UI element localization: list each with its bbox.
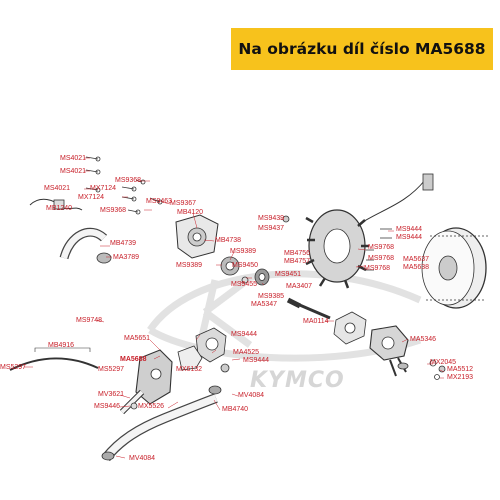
part-label[interactable]: MS9439 — [258, 215, 285, 222]
part-label[interactable]: MA5512 — [447, 366, 474, 373]
part-label[interactable]: MX2045 — [430, 359, 457, 366]
part-label[interactable]: MS9368 — [100, 207, 127, 214]
part-label[interactable]: MB4738 — [215, 237, 242, 244]
part-label[interactable]: MX7124 — [90, 185, 117, 192]
part-label[interactable]: MX5526 — [138, 403, 165, 410]
part-label[interactable]: MS9451 — [275, 271, 302, 278]
part-label[interactable]: MV3621 — [98, 391, 125, 398]
part-label[interactable]: MS9455 — [231, 281, 258, 288]
part-label[interactable]: MA5638 — [403, 264, 430, 271]
part-label[interactable]: MA3407 — [286, 283, 313, 290]
part-label[interactable]: MB1240 — [46, 205, 73, 212]
part-label[interactable]: MB4757 — [284, 258, 311, 265]
part-label[interactable]: MS9389 — [230, 248, 257, 255]
part-label[interactable]: MS9450 — [232, 262, 259, 269]
flywheel-icon — [421, 227, 488, 309]
part-label[interactable]: MS9446 — [94, 403, 121, 410]
part-label[interactable]: MB4740 — [222, 406, 249, 413]
part-label[interactable]: MX2193 — [447, 374, 474, 381]
part-label[interactable]: MS9748 — [76, 317, 103, 324]
part-label[interactable]: MX7124 — [78, 194, 105, 201]
part-label[interactable]: MS9368 — [115, 177, 142, 184]
part-label[interactable]: MS9768 — [368, 244, 395, 251]
part-number-banner: Na obrázku díl číslo MA5688 — [231, 28, 493, 70]
part-label[interactable]: MA5346 — [410, 336, 437, 343]
part-label[interactable]: MA5651 — [124, 335, 151, 342]
part-label[interactable]: MS9444 — [243, 357, 270, 364]
part-label[interactable]: MS9385 — [258, 293, 285, 300]
part-label[interactable]: MA4525 — [233, 349, 260, 356]
part-label[interactable]: MS9367 — [170, 200, 197, 207]
kymco-watermark-text: KYMCO — [250, 368, 345, 393]
part-label[interactable]: MS9768 — [364, 265, 391, 272]
part-label[interactable]: MV4084 — [238, 392, 265, 399]
part-label[interactable]: MA5347 — [251, 301, 278, 308]
part-label[interactable]: MS9444 — [231, 331, 258, 338]
part-label[interactable]: MS9463 — [146, 198, 173, 205]
part-label[interactable]: MB4739 — [110, 240, 137, 247]
part-label[interactable]: MB4756 — [284, 250, 311, 257]
part-label[interactable]: MS4021 — [44, 185, 71, 192]
selected-part-label[interactable]: MA5688 — [120, 356, 147, 363]
part-label[interactable]: MX6132 — [176, 366, 203, 373]
part-label[interactable]: MB4120 — [177, 209, 204, 216]
part-label[interactable]: MS4021 — [60, 168, 87, 175]
banner-title: Na obrázku díl číslo MA5688 — [238, 40, 486, 58]
part-label[interactable]: MV4084 — [129, 455, 156, 462]
part-label[interactable]: MS9444 — [396, 226, 423, 233]
part-label[interactable]: MS5297 — [0, 364, 27, 371]
part-label[interactable]: MA5637 — [403, 256, 430, 263]
stator-icon — [305, 209, 369, 289]
part-label[interactable]: MS9389 — [176, 262, 203, 269]
part-label[interactable]: MS9768 — [368, 255, 395, 262]
part-label[interactable]: MS9444 — [396, 234, 423, 241]
part-label[interactable]: MB4916 — [48, 342, 75, 349]
part-label[interactable]: MS5297 — [98, 366, 125, 373]
part-label[interactable]: MS4021 — [60, 155, 87, 162]
part-label[interactable]: MA3789 — [113, 254, 140, 261]
part-label[interactable]: MA0114 — [303, 318, 329, 325]
part-label[interactable]: MS9437 — [258, 225, 285, 232]
